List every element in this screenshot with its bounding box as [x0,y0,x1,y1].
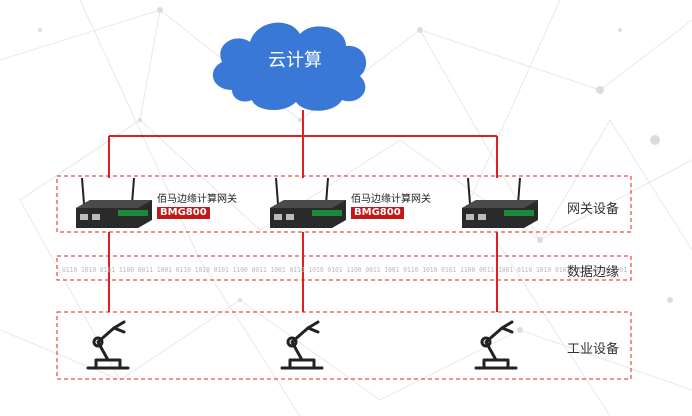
cloud-shape [212,22,367,111]
gateway-layer-box [56,175,632,233]
gateway-router-icon [270,177,346,228]
gateway-name: 佰马边缘计算网关 [157,194,237,205]
device-connectors [108,232,498,312]
gateway-router-icon [462,177,538,228]
data-strip-binary: 0110 1010 0101 1100 0011 1001 0110 1010 … [62,266,627,274]
cloud-label: 云计算 [268,50,322,71]
industrial-layer-label: 工业设备 [567,342,620,357]
cloud-connectors [108,110,498,178]
robot-arm-icon [474,320,518,370]
robot-arm-icon [86,320,130,370]
data-edge-layer-box [56,255,632,281]
background-network-dots [38,7,673,333]
gateway-router-icon [76,177,152,228]
industrial-layer-box [56,311,632,380]
gateway-label-1: 佰马边缘计算网关 BMG800 [157,194,237,219]
gateway-layer-label: 网关设备 [567,202,620,217]
gateway-label-2: 佰马边缘计算网关 BMG800 [351,194,431,219]
robot-arm-icon [280,320,324,370]
gateway-model-badge: BMG800 [157,207,210,219]
gateway-name: 佰马边缘计算网关 [351,194,431,205]
data-edge-layer-label: 数据边缘 [567,265,620,280]
gateway-model-badge: BMG800 [351,207,404,219]
